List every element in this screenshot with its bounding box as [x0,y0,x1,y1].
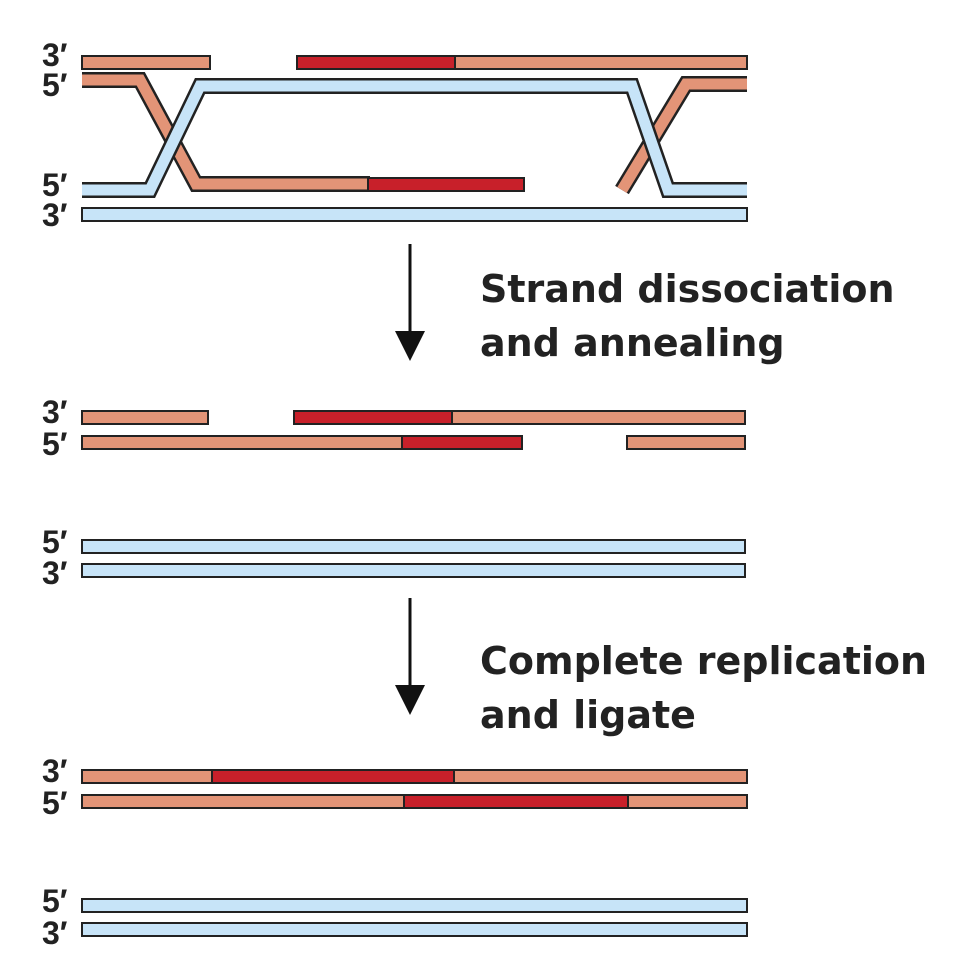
step-label-line-2: and ligate [480,693,696,737]
stage-1-top-strand-new-segment [296,55,456,70]
stage-1-top-strand-right [454,55,748,70]
step-label-line-1: Strand dissociation [480,267,895,311]
stage-3-end-labels: 3′ 5′ 5′ 3′ [42,753,68,951]
end-label: 3′ [42,394,68,430]
stage-2-strands [81,410,746,578]
end-label: 5′ [42,785,68,821]
stage-1-strands [81,55,748,222]
stage-1-left-pink-crossing [82,72,370,192]
stage-2-end-labels: 3′ 5′ 5′ 3′ [42,394,68,591]
stage-1-top-strand-left [81,55,211,70]
stage-1-bottom-blue-strand [81,207,748,222]
end-label: 5′ [42,67,68,103]
end-label: 5′ [42,883,68,919]
end-label: 5′ [42,167,68,203]
step-label-line-2: and annealing [480,321,785,365]
stage-1-end-labels: 3′ 5′ 5′ 3′ [42,37,68,233]
stage-1-middle-new-segment [367,177,525,192]
stage-3-strands [81,769,748,937]
end-label: 3′ [42,915,68,951]
end-label: 3′ [42,555,68,591]
end-label: 3′ [42,197,68,233]
end-label: 5′ [42,426,68,462]
end-label: 5′ [42,524,68,560]
end-label: 3′ [42,37,68,73]
step-label-line-1: Complete replication [480,639,927,683]
end-label: 3′ [42,753,68,789]
